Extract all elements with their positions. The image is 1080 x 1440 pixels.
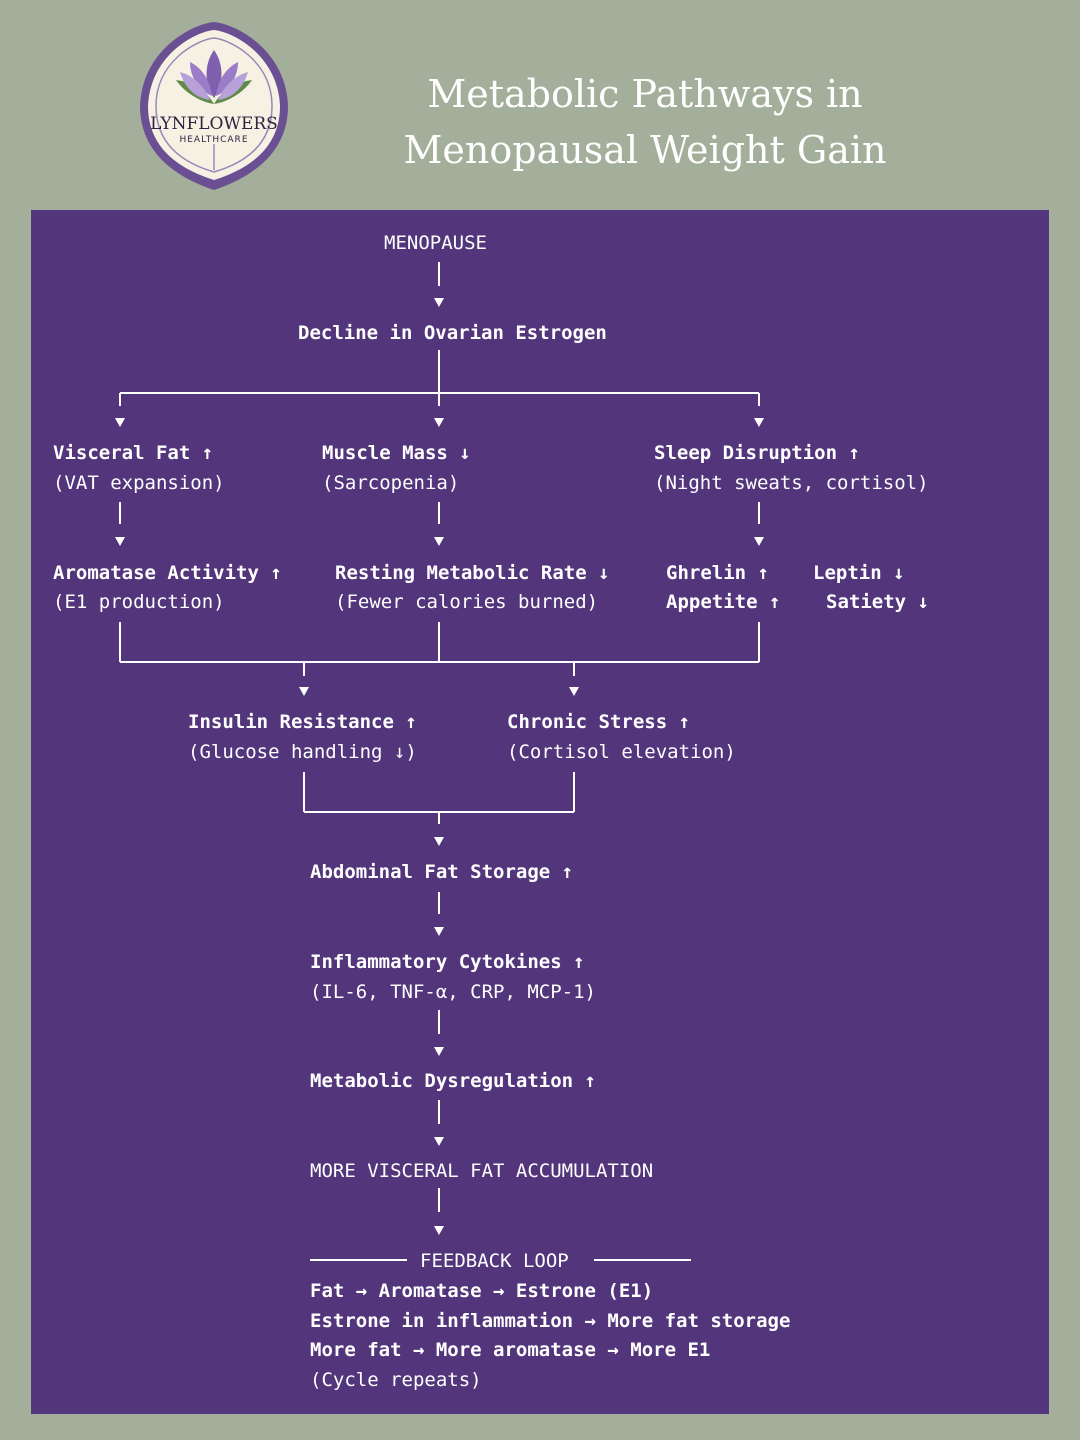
node-muscle-mass-detail: (Sarcopenia)	[322, 472, 460, 494]
feedback-loop-header: FEEDBACK LOOP	[420, 1250, 569, 1272]
page-title: Metabolic Pathways in Menopausal Weight …	[380, 66, 910, 178]
node-metabolic-dysregulation: Metabolic Dysregulation ↑	[310, 1070, 596, 1092]
flow-connectors	[115, 262, 764, 1261]
node-more-visceral-fat: MORE VISCERAL FAT ACCUMULATION	[310, 1160, 654, 1182]
node-abdominal-fat: Abdominal Fat Storage ↑	[310, 861, 574, 883]
diagram-panel: MENOPAUSE Decline in Ovarian Estrogen Vi…	[31, 210, 1049, 1414]
node-chronic-stress: Chronic Stress ↑	[507, 711, 691, 733]
title-line-2: Menopausal Weight Gain	[403, 128, 887, 172]
node-resting-metabolic-rate: Resting Metabolic Rate ↓	[335, 562, 610, 584]
feedback-line-4: (Cycle repeats)	[310, 1369, 482, 1391]
node-inflammatory-cytokines-detail: (IL-6, TNF-α, CRP, MCP-1)	[310, 981, 596, 1003]
feedback-line-1: Fat → Aromatase → Estrone (E1)	[310, 1280, 654, 1302]
feedback-line-2: Estrone in inflammation → More fat stora…	[310, 1310, 791, 1332]
node-visceral-fat: Visceral Fat ↑	[53, 442, 214, 464]
node-chronic-stress-detail: (Cortisol elevation)	[507, 741, 736, 763]
node-decline-estrogen: Decline in Ovarian Estrogen	[298, 322, 607, 344]
feedback-line-3: More fat → More aromatase → More E1	[310, 1339, 711, 1361]
node-menopause: MENOPAUSE	[384, 232, 487, 254]
brand-sub: HEALTHCARE	[179, 135, 249, 145]
node-resting-metabolic-rate-detail: (Fewer calories burned)	[335, 591, 599, 613]
node-muscle-mass: Muscle Mass ↓	[322, 442, 471, 464]
title-line-1: Metabolic Pathways in	[427, 72, 863, 116]
node-visceral-fat-detail: (VAT expansion)	[53, 472, 225, 494]
node-ghrelin: Ghrelin ↑	[666, 562, 769, 584]
node-leptin: Leptin ↓	[813, 562, 905, 584]
node-appetite: Appetite ↑	[666, 591, 781, 613]
node-sleep-disruption: Sleep Disruption ↑	[654, 442, 860, 464]
node-insulin-resistance-detail: (Glucose handling ↓)	[188, 741, 417, 763]
node-sleep-disruption-detail: (Night sweats, cortisol)	[654, 472, 929, 494]
node-aromatase: Aromatase Activity ↑	[53, 562, 282, 584]
lynflowers-logo: LYNFLOWERS HEALTHCARE	[136, 20, 292, 192]
brand-name: LYNFLOWERS	[150, 114, 278, 134]
lotus-icon	[140, 22, 288, 190]
node-aromatase-detail: (E1 production)	[53, 591, 225, 613]
node-satiety: Satiety ↓	[826, 591, 929, 613]
node-insulin-resistance: Insulin Resistance ↑	[188, 711, 417, 733]
node-inflammatory-cytokines: Inflammatory Cytokines ↑	[310, 951, 585, 973]
